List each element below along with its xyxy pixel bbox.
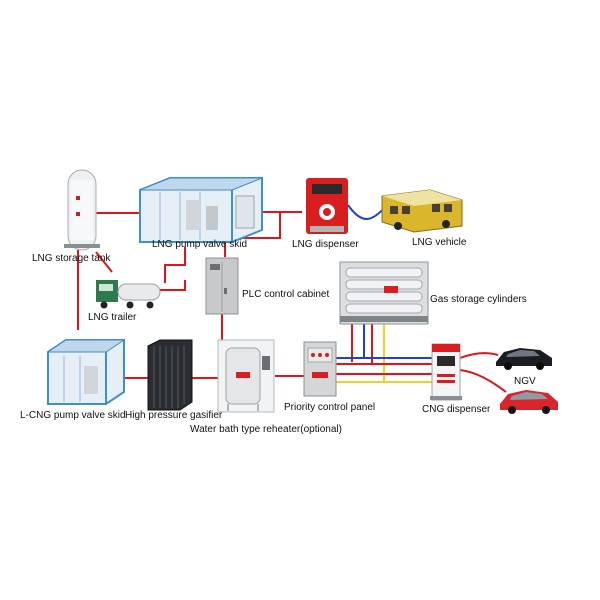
lng-pump-valve-skid	[139, 177, 263, 243]
pipe-lng-skid-to-trailer	[164, 247, 186, 283]
water-bath-reheater	[217, 339, 275, 413]
lng-trailer	[96, 280, 161, 309]
pipe-connections	[77, 204, 507, 393]
cng-dispenser	[430, 343, 462, 401]
label-high-pressure-gasifier: High pressure gasifier	[125, 410, 223, 421]
label-lng-pump-valve-skid: LNG pump valve skid	[152, 239, 248, 250]
label-lng-dispenser: LNG dispenser	[292, 239, 359, 250]
label-ngv: NGV	[514, 376, 536, 387]
hose-cng-to-ngv-upper	[459, 352, 499, 359]
plc-control-cabinet	[205, 257, 239, 315]
lng-dispenser	[306, 178, 348, 234]
l-cng-pump-valve-skid	[46, 339, 126, 405]
pipe-trailer-return	[160, 280, 186, 291]
ngv-car-red	[500, 390, 558, 414]
hose-cng-to-ngv-lower	[459, 369, 507, 393]
wire-plc-to-lng-dispenser	[224, 212, 281, 257]
high-pressure-gasifier	[147, 339, 193, 411]
label-l-cng-pump-valve-skid: L-CNG pump valve skid	[20, 410, 126, 421]
lng-vehicle	[381, 189, 463, 233]
label-gas-storage-cylinders: Gas storage cylinders	[430, 294, 527, 305]
priority-control-panel	[303, 341, 337, 397]
gas-storage-cylinders	[339, 261, 429, 325]
label-water-bath-reheater: Water bath type reheater(optional)	[190, 424, 342, 435]
label-priority-control-panel: Priority control panel	[284, 402, 376, 413]
label-lng-storage-tank: LNG storage tank	[32, 253, 111, 264]
label-lng-vehicle: LNG vehicle	[412, 237, 467, 248]
label-lng-trailer: LNG trailer	[88, 312, 137, 323]
lng-storage-tank	[64, 169, 100, 251]
label-cng-dispenser: CNG dispenser	[422, 404, 491, 415]
pipe-trailer-to-tank	[95, 251, 113, 273]
hose-dispenser-to-lng-vehicle	[347, 204, 387, 220]
ngv-car-black	[496, 348, 552, 370]
label-plc-control-cabinet: PLC control cabinet	[242, 289, 330, 300]
